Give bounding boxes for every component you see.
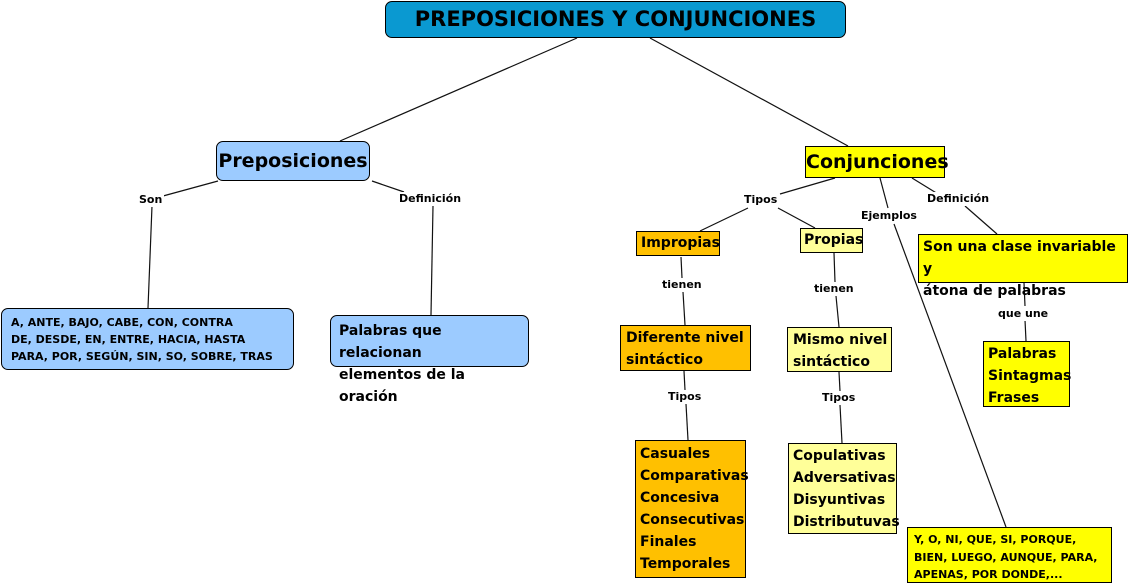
- propias-concept: Propias: [800, 228, 863, 253]
- conjunciones-ejemplos: Y, O, NI, QUE, SI, PORQUE, BIEN, LUEGO, …: [907, 527, 1112, 583]
- preposiciones-list: A, ANTE, BAJO, CABE, CON, CONTRA DE, DES…: [1, 308, 294, 370]
- connector: [838, 371, 841, 392]
- connector: [699, 207, 749, 232]
- connector: [682, 291, 686, 326]
- connector: [649, 37, 849, 147]
- connector: [680, 256, 683, 279]
- tienen-link-label: tienen: [812, 282, 856, 296]
- connector: [683, 370, 686, 391]
- impropias-tipos-list: Casuales Comparativas Concesiva Consecut…: [635, 440, 749, 578]
- preposiciones-definition: Palabras que relacionan elementos de la …: [330, 315, 529, 405]
- connector: [839, 404, 843, 444]
- connector: [833, 252, 836, 283]
- tipos-link-label: Tipos: [742, 193, 780, 207]
- diferente-nivel-concept: Diferente nivel sintáctico: [620, 325, 751, 371]
- mismo-nivel-concept: Mismo nivel sintáctico: [787, 327, 892, 372]
- connector: [1024, 319, 1027, 342]
- connector: [911, 177, 939, 195]
- connector: [162, 180, 219, 197]
- impropias-concept: Impropias: [636, 231, 720, 256]
- connector: [339, 37, 578, 142]
- connector: [685, 403, 689, 441]
- conjunciones-definition: Son una clase invariable y átona de pala…: [918, 234, 1128, 299]
- que-une-link-label: que une: [996, 307, 1051, 321]
- son-link-label: Son: [137, 193, 165, 207]
- ejemplos-link-label: Ejemplos: [859, 209, 919, 223]
- une-list: Palabras Sintagmas Frases: [983, 341, 1071, 407]
- definicion-link-label: Definición: [925, 192, 992, 206]
- connector: [371, 180, 405, 193]
- tipos-link-label: Tipos: [820, 391, 858, 405]
- conjunciones-concept: Conjunciones: [805, 146, 949, 178]
- tienen-link-label: tienen: [660, 278, 704, 292]
- connector: [147, 205, 153, 309]
- connector: [777, 207, 816, 229]
- connector: [964, 205, 998, 235]
- connector: [893, 223, 1007, 528]
- connector: [835, 295, 840, 328]
- connector: [779, 177, 836, 195]
- connector: [1023, 282, 1026, 307]
- tipos-link-label: Tipos: [666, 390, 704, 404]
- definicion-link-label: Definición: [397, 192, 464, 206]
- propias-tipos-list: Copulativas Adversativas Disyuntivas Dis…: [788, 443, 900, 534]
- connector: [879, 177, 889, 209]
- connector: [430, 205, 434, 316]
- root-concept: PREPOSICIONES Y CONJUNCIONES: [385, 1, 846, 38]
- preposiciones-concept: Preposiciones: [216, 141, 370, 181]
